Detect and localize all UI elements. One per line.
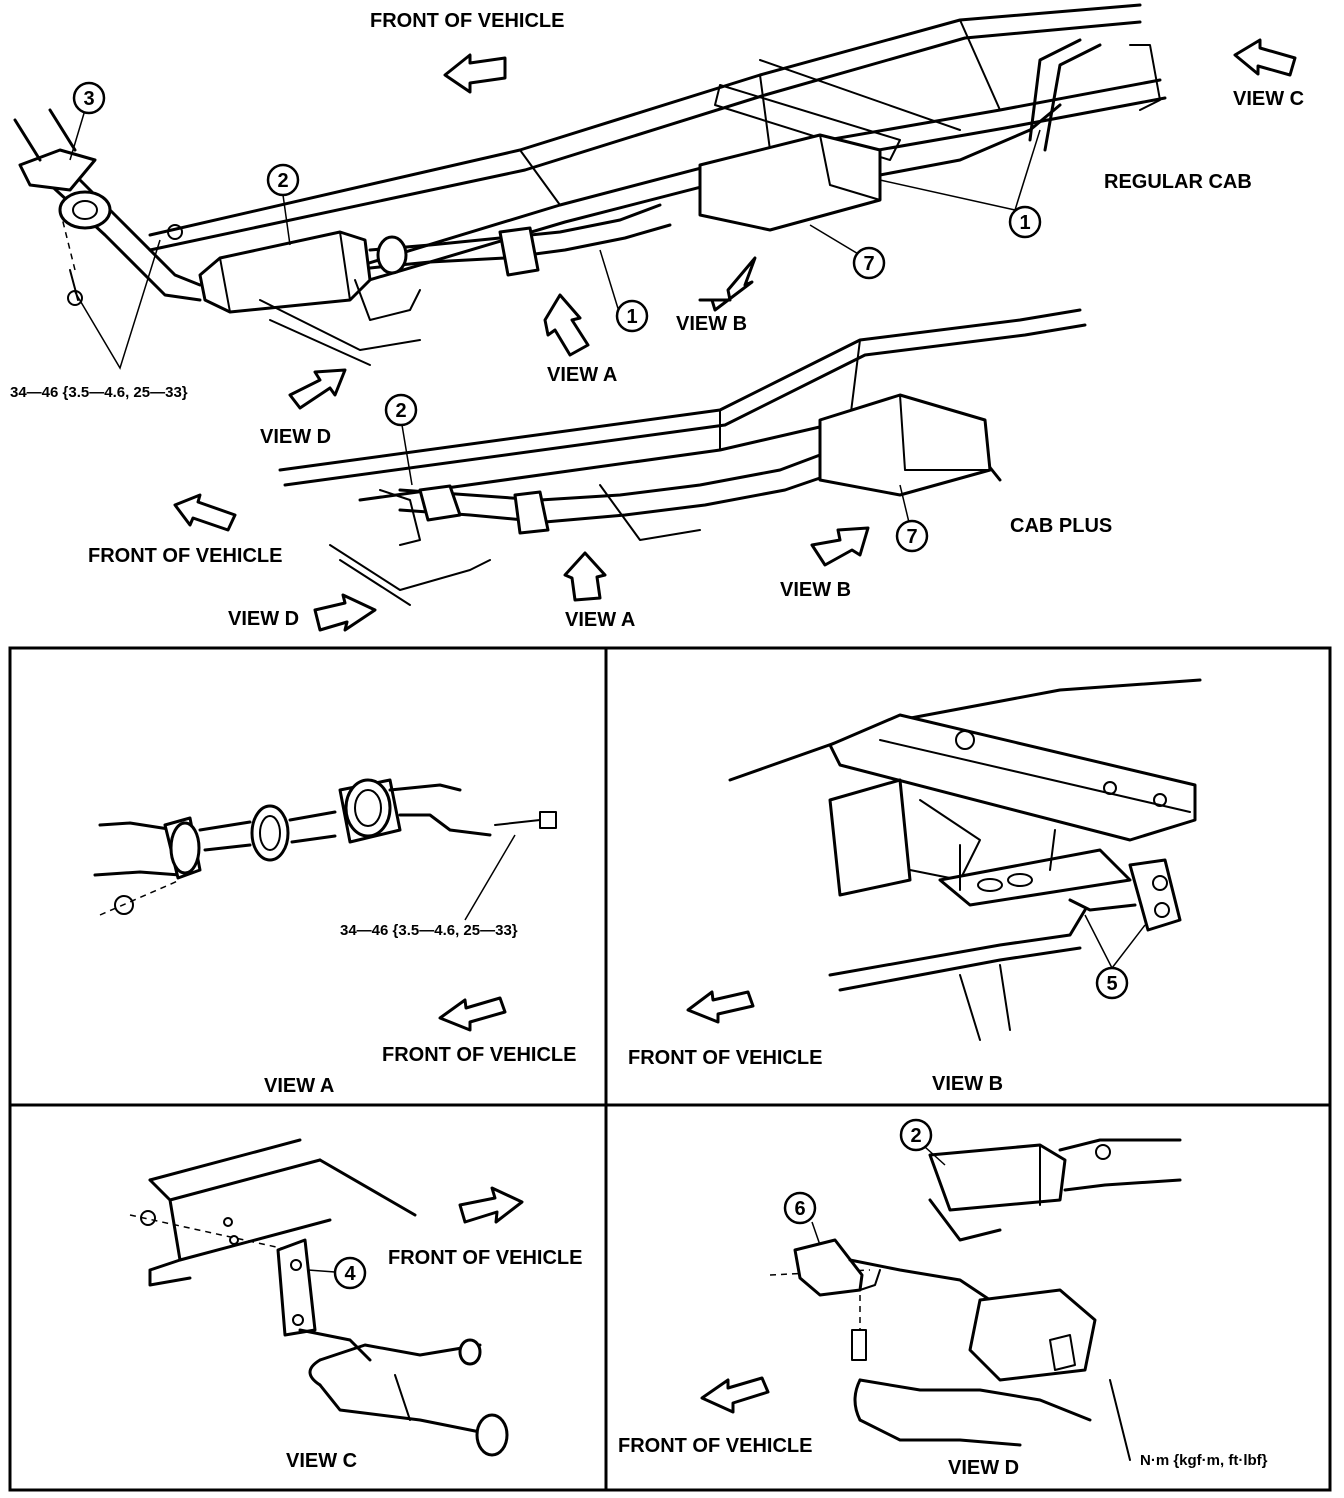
view-d-label-top: VIEW D: [260, 426, 331, 448]
view-b-panel: [686, 678, 1202, 1041]
front-arrow-top: [443, 53, 507, 94]
view-d-arrow-mid: [313, 593, 377, 632]
units-note: N·m {kgf·m, ft·lbf}: [1140, 1452, 1268, 1469]
callout-6: 6: [783, 1191, 817, 1225]
view-a-arrow-top: [543, 293, 590, 357]
front-arrow-view-c: [458, 1186, 524, 1224]
view-c-panel: [129, 1138, 524, 1457]
cab-plus-assembly: [278, 308, 1087, 606]
svg-text:2: 2: [910, 1125, 921, 1147]
torque-spec-label-view-a: 34—46 {3.5—4.6, 25—33}: [340, 922, 518, 939]
view-a-panel: [93, 778, 557, 1032]
detail-panel-grid: [8, 646, 1332, 1492]
front-of-vehicle-label-top: FRONT OF VEHICLE: [370, 10, 564, 32]
callout-2-mid: 2: [384, 393, 418, 427]
callout-1-mid: 1: [615, 299, 649, 333]
front-arrow-view-d: [700, 1376, 770, 1414]
callout-4: 4: [333, 1256, 367, 1290]
callout-1-right: 1: [1008, 205, 1042, 239]
view-b-caption: VIEW B: [932, 1073, 1003, 1095]
svg-text:3: 3: [83, 88, 94, 110]
regular-cab-label: REGULAR CAB: [1104, 171, 1252, 193]
view-c-label-top: VIEW C: [1233, 88, 1304, 110]
svg-text:5: 5: [1106, 973, 1117, 995]
front-arrow-right: [1233, 38, 1297, 77]
view-a-arrow-mid: [563, 551, 607, 602]
svg-text:6: 6: [794, 1198, 805, 1220]
callout-7-top: 7: [852, 246, 886, 280]
view-b-arrow-mid: [810, 526, 870, 567]
cab-plus-label: CAB PLUS: [1010, 515, 1112, 537]
callout-3: 3: [72, 81, 106, 115]
view-b-arrow-top: [698, 256, 757, 312]
view-d-label-mid: VIEW D: [228, 608, 299, 630]
svg-text:4: 4: [344, 1263, 356, 1285]
callout-7-mid: 7: [895, 519, 929, 553]
callout-5: 5: [1095, 966, 1129, 1000]
regular-cab-assembly: [13, 3, 1167, 370]
svg-text:1: 1: [626, 306, 637, 328]
front-arrow-view-b: [686, 990, 755, 1024]
callout-2-top: 2: [266, 163, 300, 197]
view-d-caption: VIEW D: [948, 1457, 1019, 1479]
torque-spec-label-top: 34—46 {3.5—4.6, 25—33}: [10, 384, 188, 401]
front-of-vehicle-label-view-d: FRONT OF VEHICLE: [618, 1435, 812, 1457]
front-arrow-mid: [173, 493, 237, 532]
view-b-label-mid: VIEW B: [780, 579, 851, 601]
front-of-vehicle-label-view-b: FRONT OF VEHICLE: [628, 1047, 822, 1069]
callout-2-view-d: 2: [899, 1118, 933, 1152]
svg-text:1: 1: [1019, 212, 1030, 234]
view-a-label-top: VIEW A: [547, 364, 617, 386]
svg-text:2: 2: [395, 400, 406, 422]
svg-text:7: 7: [906, 526, 917, 548]
view-a-label-mid: VIEW A: [565, 609, 635, 631]
front-of-vehicle-label-view-c: FRONT OF VEHICLE: [388, 1247, 582, 1269]
view-a-caption: VIEW A: [264, 1075, 334, 1097]
direction-arrows: [173, 38, 1297, 632]
front-of-vehicle-label-mid: FRONT OF VEHICLE: [88, 545, 282, 567]
svg-text:7: 7: [863, 253, 874, 275]
view-c-caption: VIEW C: [286, 1450, 357, 1472]
front-arrow-view-a: [438, 996, 507, 1032]
svg-text:2: 2: [277, 170, 288, 192]
view-b-label-top: VIEW B: [676, 313, 747, 335]
front-of-vehicle-label-view-a: FRONT OF VEHICLE: [382, 1044, 576, 1066]
view-d-panel: [700, 1138, 1182, 1461]
view-d-arrow-top: [288, 368, 347, 410]
